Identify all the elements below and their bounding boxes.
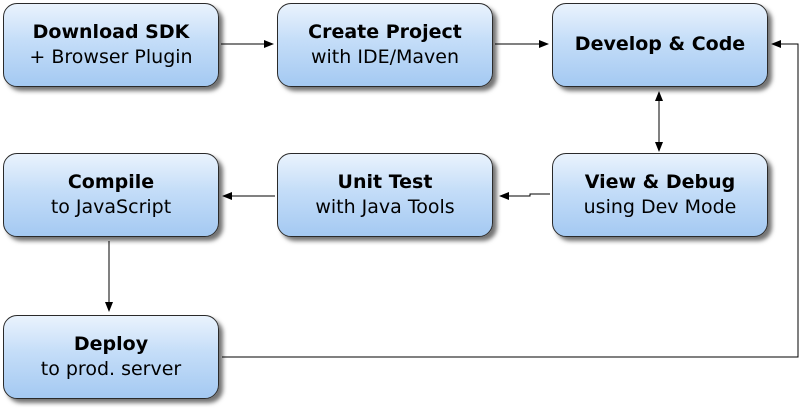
- step-subtitle: to JavaScript: [50, 196, 172, 218]
- connector-deploy-to-develop: [222, 40, 799, 358]
- step-compile: Compile to JavaScript: [3, 153, 219, 237]
- step-deploy: Deploy to prod. server: [3, 315, 219, 399]
- step-title: Deploy: [73, 333, 149, 355]
- step-download-sdk: Download SDK + Browser Plugin: [3, 3, 219, 87]
- step-develop-code: Develop & Code: [552, 3, 768, 87]
- step-title: Develop & Code: [574, 32, 746, 55]
- step-subtitle: using Dev Mode: [583, 196, 737, 218]
- step-unit-test: Unit Test with Java Tools: [277, 153, 493, 237]
- connector-view-debug-to-unit-test: [499, 192, 550, 200]
- step-title: Unit Test: [337, 171, 433, 193]
- step-create-project: Create Project with IDE/Maven: [277, 3, 493, 87]
- step-title: View & Debug: [584, 171, 736, 193]
- step-title: Compile: [67, 171, 155, 193]
- step-title: Create Project: [308, 21, 462, 43]
- step-title: Download SDK: [32, 21, 190, 43]
- step-subtitle: with Java Tools: [315, 196, 455, 218]
- step-subtitle: + Browser Plugin: [29, 46, 193, 68]
- step-view-debug: View & Debug using Dev Mode: [552, 153, 768, 237]
- step-subtitle: to prod. server: [40, 358, 182, 380]
- step-subtitle: with IDE/Maven: [310, 46, 459, 68]
